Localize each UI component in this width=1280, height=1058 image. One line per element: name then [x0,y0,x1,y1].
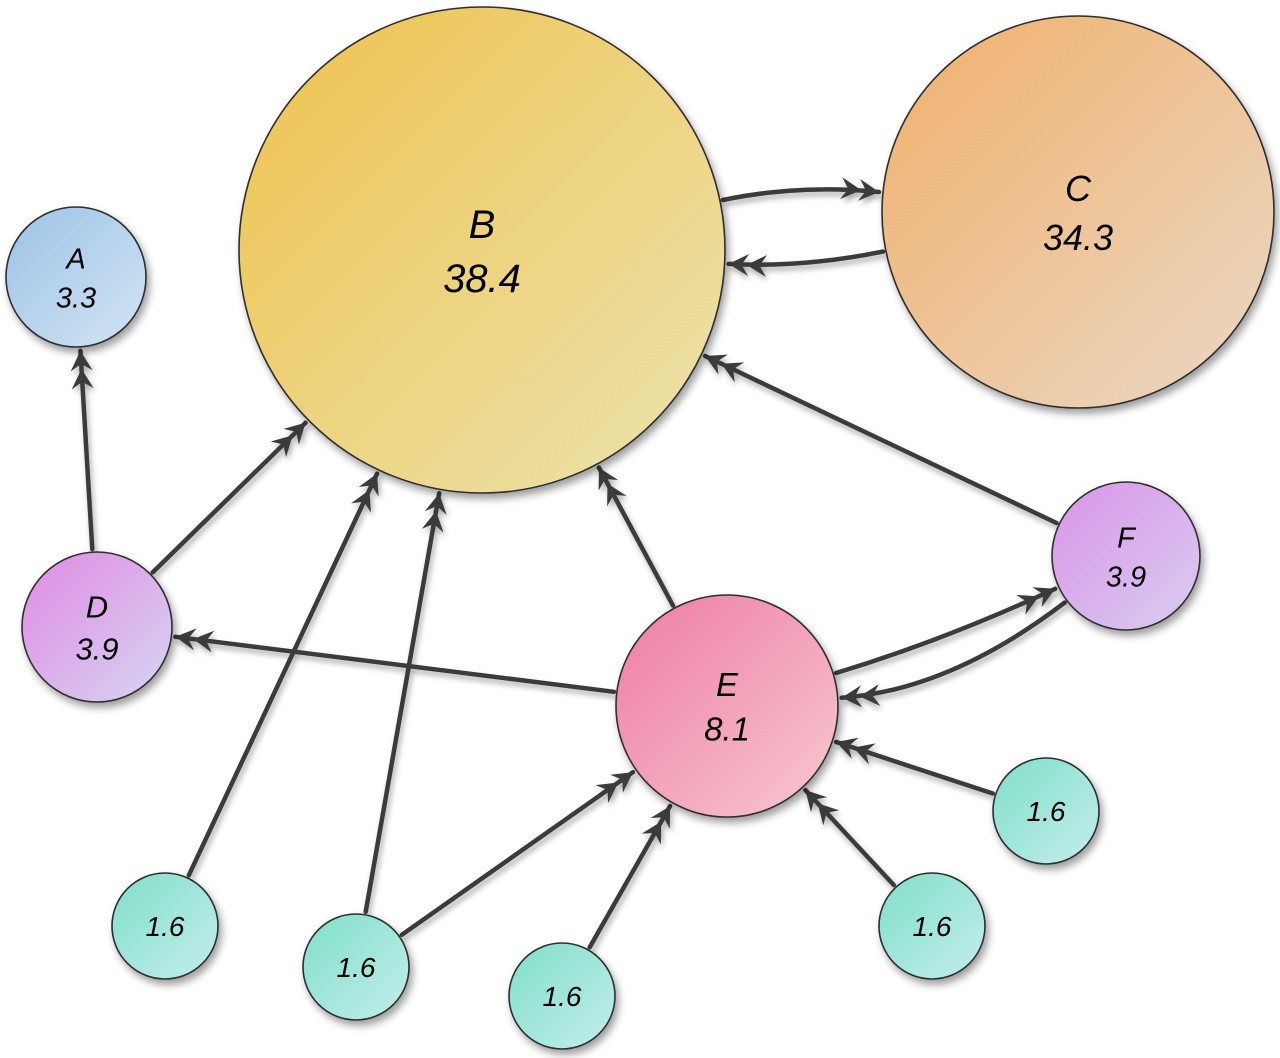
node-C-letter: C [1065,168,1092,209]
edge-D-B-arrow [150,420,308,575]
node-P3-value: 1.6 [543,981,582,1012]
edge-P2-E-arrow [399,769,636,938]
edge-P1-B-arrow [186,471,380,878]
edge-P2-B-arrow [363,491,447,915]
node-C-value: 34.3 [1043,217,1113,258]
edge-P3-E-arrow [587,803,673,950]
node-P3 [508,942,616,1050]
node-P4 [878,872,986,980]
node-E-letter: E [716,666,739,703]
node-D [21,551,173,703]
edge-F-E-arrow [839,600,1067,708]
edges-layer [70,177,1067,950]
node-D-letter: D [86,590,108,625]
node-E-value: 8.1 [704,711,750,748]
edge-F-B-arrow [702,353,1059,526]
node-D-value: 3.9 [75,632,118,667]
edge-D-A-arrow [70,348,95,552]
nodes-layer: A 3.3 B 38.4 C 34.3D 3.9E 8.1 F 3.9 1.6 1.6 1.6 1.6 1.… [5,6,1275,1050]
node-P2-value: 1.6 [337,952,376,983]
edge-P5-E-arrow [833,737,996,796]
node-A-value: 3.3 [56,282,96,314]
node-A-letter: A [64,243,85,275]
node-F-letter: F [1117,522,1137,554]
edge-E-D-arrow [173,628,617,695]
node-P1 [111,872,219,980]
node-E [615,594,839,818]
edge-E-B-arrow [596,465,676,608]
node-P2 [302,913,410,1021]
edge-C-B-arrow [726,249,886,277]
node-P4-value: 1.6 [913,911,952,942]
edge-E-F-arrow [833,586,1058,676]
node-P5 [992,757,1100,865]
node-P5-value: 1.6 [1027,796,1066,827]
node-B-letter: B [469,203,496,247]
node-B-value: 38.4 [443,257,521,301]
node-F-value: 3.9 [1106,562,1146,594]
node-P1-value: 1.6 [146,911,185,942]
node-F [1051,481,1201,631]
edge-B-C-arrow [720,177,882,203]
node-B [238,6,726,494]
node-C [881,15,1275,409]
node-A [5,206,147,348]
edge-P4-E-arrow [803,787,897,888]
